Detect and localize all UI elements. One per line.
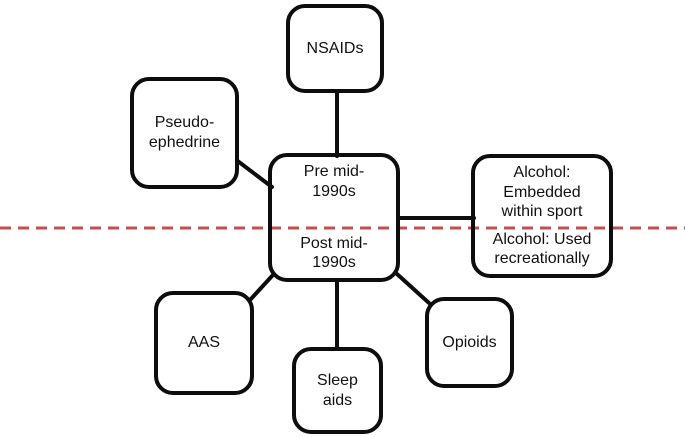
node-pseudoephedrine: Pseudo- ephedrine <box>130 77 239 189</box>
node-center-timeline: Pre mid- 1990s Post mid- 1990s <box>268 153 400 282</box>
node-pseudoephedrine-label: Pseudo- ephedrine <box>148 114 221 151</box>
node-sleep-aids: Sleep aids <box>292 347 383 434</box>
node-aas: AAS <box>154 291 254 395</box>
node-opioids: Opioids <box>425 297 514 388</box>
connector-opioids <box>395 272 431 305</box>
node-aas-label: AAS <box>187 334 220 352</box>
center-post-mid-1990s-label: Post mid- 1990s <box>300 234 368 272</box>
connector-aas <box>248 274 274 302</box>
node-alcohol: Alcohol: Embedded within sport Alcohol: … <box>471 154 613 278</box>
alcohol-embedded-within-sport-label: Alcohol: Embedded within sport <box>501 164 583 221</box>
node-sleep-aids-label: Sleep aids <box>317 371 358 409</box>
node-opioids-label: Opioids <box>442 333 497 351</box>
center-pre-mid-1990s-label: Pre mid- 1990s <box>303 163 365 200</box>
connector-pseudoephedrine <box>233 157 274 189</box>
alcohol-used-recreationally-label: Alcohol: Used recreationally <box>492 230 592 268</box>
node-nsaids-label: NSAIDs <box>306 39 364 57</box>
node-nsaids: NSAIDs <box>286 4 384 93</box>
